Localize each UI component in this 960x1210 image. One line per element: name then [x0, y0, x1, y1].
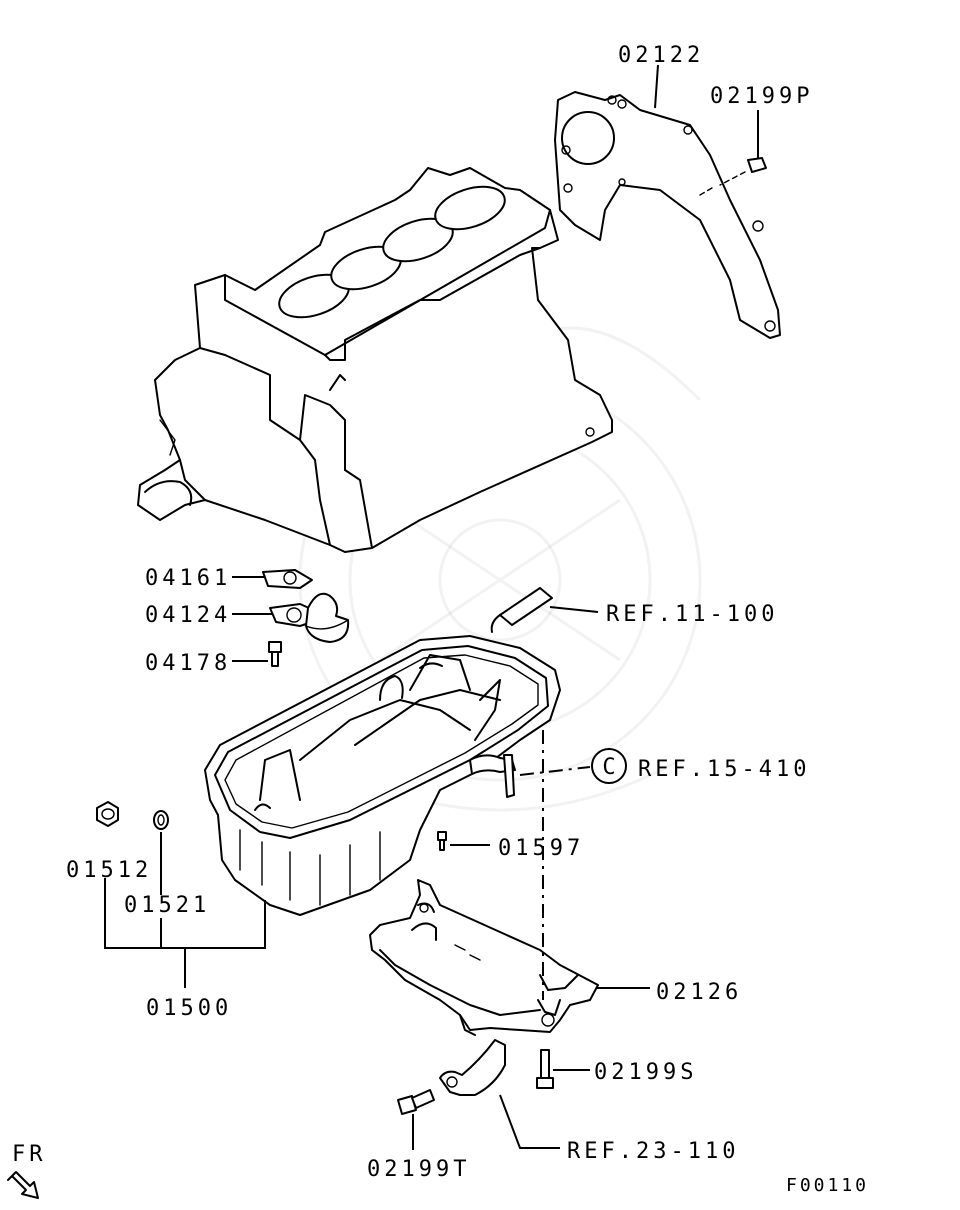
bolt-02199p [699, 157, 767, 196]
label-02199s: 02199S [594, 1060, 697, 1085]
bolt-02199s [536, 1049, 554, 1089]
drain-gasket [153, 810, 169, 830]
label-ref-23-110: REF.23-110 [567, 1139, 739, 1164]
label-ref-11-100: REF.11-100 [606, 602, 778, 627]
label-01512: 01512 [66, 858, 152, 883]
label-02199t: 02199T [367, 1157, 470, 1182]
label-02199p: 02199P [710, 84, 813, 109]
direction-label: FR [12, 1142, 47, 1167]
callout-circle-icon: C [591, 748, 627, 784]
label-02122: 02122 [618, 43, 704, 68]
front-direction-indicator: FR [7, 1142, 47, 1199]
rear-plate [554, 91, 781, 339]
label-ref-15-410: REF.15-410 [638, 757, 810, 782]
label-01500: 01500 [146, 996, 232, 1021]
engine-block [137, 167, 613, 553]
oil-strainer-group [262, 569, 350, 667]
label-04178: 04178 [145, 651, 231, 676]
oil-pan [204, 635, 561, 916]
part-labels: 02122 02199P 04161 04124 04178 REF.11-10… [66, 43, 813, 1182]
label-04124: 04124 [145, 603, 231, 628]
bolt-01597 [437, 831, 447, 851]
front-direction-arrow-icon [7, 1171, 39, 1199]
label-02126: 02126 [656, 980, 742, 1005]
label-01597: 01597 [498, 836, 584, 861]
label-04161: 04161 [145, 566, 231, 591]
leader-lines [104, 64, 759, 1150]
bracket [439, 1039, 506, 1096]
bolt-02199t [397, 1089, 435, 1115]
label-01521: 01521 [124, 893, 210, 918]
baffle-plate [369, 879, 599, 1036]
callout-letter: C [602, 755, 615, 780]
figure-code: F00110 [786, 1175, 869, 1196]
oil-gauge-guide [490, 587, 553, 633]
drain-plug [96, 801, 119, 827]
